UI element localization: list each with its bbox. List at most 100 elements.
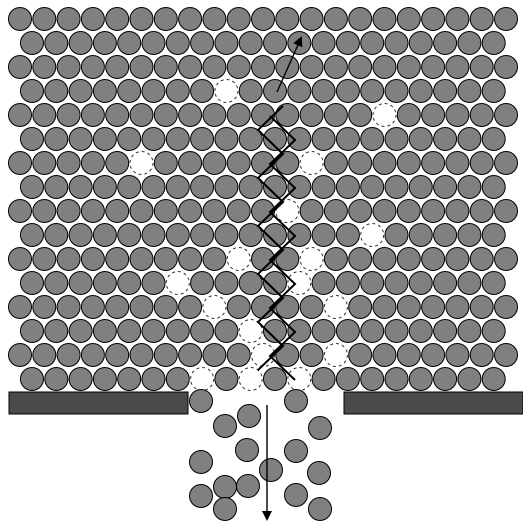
lattice-particle (275, 103, 300, 127)
lattice-particle (348, 7, 373, 31)
lattice-particle (263, 223, 287, 247)
lattice-particle (56, 295, 81, 319)
lattice-particle (299, 55, 324, 79)
lattice-particle (494, 343, 518, 367)
lattice-particle (226, 7, 251, 31)
lattice-particle (80, 151, 105, 175)
lattice-particle (348, 199, 373, 223)
lattice-particle (44, 127, 69, 151)
lattice-particle (372, 151, 397, 175)
lattice-particle (32, 199, 57, 223)
lattice-particle (226, 151, 251, 175)
lattice-particle (190, 271, 215, 295)
lattice-particle (396, 247, 421, 271)
lattice-particle (20, 367, 44, 391)
falling-grain (237, 404, 261, 428)
vacancy-site (129, 151, 154, 175)
lattice-particle (323, 55, 348, 79)
lattice-particle (178, 247, 203, 271)
lattice-particle (384, 175, 409, 199)
lattice-particle (44, 175, 69, 199)
lattice-particle (202, 151, 227, 175)
lattice-particle (214, 31, 239, 55)
lattice-particle (469, 295, 494, 319)
lattice-particle (433, 271, 458, 295)
lattice-particle (445, 55, 470, 79)
vacancy-sites (129, 79, 397, 391)
lattice-particle (80, 103, 105, 127)
lattice-particle (226, 199, 251, 223)
lattice-particle (408, 319, 433, 343)
lattice-particle (32, 343, 57, 367)
falling-grain (284, 389, 308, 413)
vacancy-site (238, 319, 263, 343)
lattice-particle (360, 175, 385, 199)
vacancy-site (214, 79, 239, 103)
lattice-particle (251, 7, 275, 31)
lattice-particle (311, 271, 336, 295)
lattice-particle (92, 127, 117, 151)
lattice-particle (372, 55, 397, 79)
lattice-particle (408, 367, 433, 391)
lattice-particle (433, 79, 458, 103)
lattice-particle (348, 295, 373, 319)
lattice-particle (445, 7, 470, 31)
vacancy-site (372, 103, 397, 127)
lattice-particle (311, 79, 336, 103)
lattice-particle (335, 223, 360, 247)
lattice-particle (275, 343, 300, 367)
lattice-particle (457, 367, 482, 391)
lattice-particle (238, 31, 263, 55)
lattice-particle (202, 103, 227, 127)
lattice-particle (202, 199, 227, 223)
lattice-particle (408, 79, 433, 103)
lattice-particle (8, 7, 32, 31)
lattice-particle (190, 223, 215, 247)
lattice-particle (384, 319, 409, 343)
lattice-particle (8, 343, 32, 367)
lattice-particle (360, 31, 385, 55)
lattice-particle (348, 151, 373, 175)
lattice-particle (20, 79, 44, 103)
lattice-particle (323, 103, 348, 127)
lattice-particle (190, 79, 215, 103)
lattice-particle (372, 199, 397, 223)
lattice-particle (202, 343, 227, 367)
lattice-particle (141, 31, 166, 55)
lattice-particle (56, 247, 81, 271)
lattice-particle (421, 199, 446, 223)
lattice-particle (348, 55, 373, 79)
lattice-particle (44, 367, 69, 391)
lattice-particle (92, 175, 117, 199)
lattice-particle (92, 367, 117, 391)
lattice-particle (202, 7, 227, 31)
lattice-particle (178, 151, 203, 175)
lattice-particle (445, 295, 470, 319)
right-wall (343, 391, 523, 415)
lattice-particle (445, 343, 470, 367)
lattice-particle (153, 247, 178, 271)
lattice-particle (287, 127, 312, 151)
lattice-particle (481, 367, 506, 391)
lattice-particle (105, 7, 130, 31)
lattice-particle (384, 31, 409, 55)
lattice-particle (117, 175, 142, 199)
lattice-particle (32, 151, 57, 175)
lattice-particle (117, 271, 142, 295)
lattice-particle (421, 103, 446, 127)
lattice-particle (263, 319, 287, 343)
lattice-particle (68, 223, 93, 247)
lattice-particle (263, 271, 287, 295)
lattice-particle (421, 343, 446, 367)
lattice-particle (32, 247, 57, 271)
lattice-particle (32, 295, 57, 319)
lattice-particle (141, 319, 166, 343)
lattice-particle (445, 151, 470, 175)
lattice-particle (287, 223, 312, 247)
lattice-particle (396, 295, 421, 319)
lattice-particle (335, 319, 360, 343)
lattice-particle (202, 55, 227, 79)
lattice-particle (226, 295, 251, 319)
lattice-particle (80, 55, 105, 79)
